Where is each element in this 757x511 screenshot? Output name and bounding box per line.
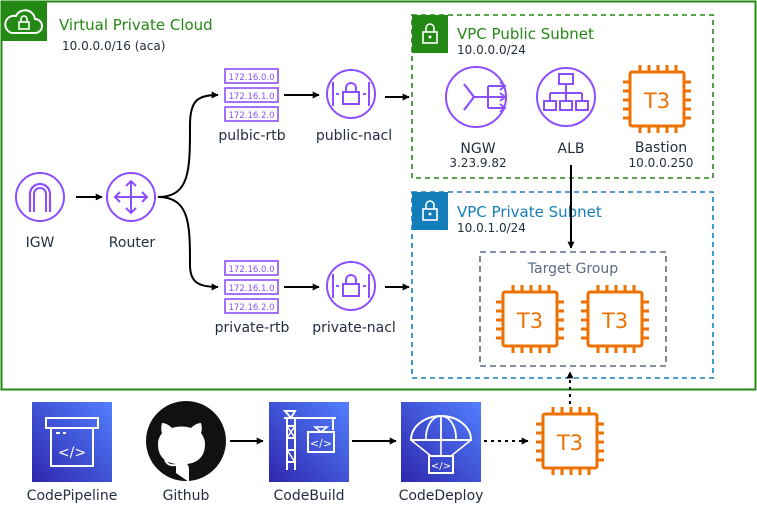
- target-ec2-instance-icon: T3: [581, 285, 649, 353]
- router-to-public-rtb-arrow: [157, 91, 219, 198]
- bastion-label: Bastion: [635, 140, 687, 156]
- bastion-ip: 10.0.0.250: [629, 156, 694, 170]
- target-ec2-instance-icon: T3: [496, 285, 564, 353]
- private-subnet-cidr: 10.0.1.0/24: [457, 221, 526, 235]
- private-rtb-label: private-rtb: [215, 320, 290, 336]
- internet-gateway-icon: [15, 172, 65, 222]
- public-rtb-row: 172.16.0.0: [229, 73, 275, 83]
- nat-gateway-icon: [445, 66, 507, 128]
- private-rtb-row: 172.16.1.0: [229, 284, 275, 294]
- codepipeline-label: CodePipeline: [27, 488, 118, 504]
- codedeploy-code-glyph: </>: [431, 461, 451, 472]
- public-rtb-row: 172.16.1.0: [229, 92, 275, 102]
- public-rtb-label: pulbic-rtb: [218, 128, 285, 144]
- vpc-cidr: 10.0.0.0/16 (aca): [62, 39, 165, 53]
- deploy-instance-type: T3: [556, 431, 583, 455]
- codedeploy-label: CodeDeploy: [399, 488, 484, 504]
- ngw-label: NGW: [460, 141, 495, 157]
- private-nacl-label: private-nacl: [312, 320, 396, 336]
- public-subnet-cidr: 10.0.0.0/24: [457, 43, 526, 57]
- public-route-table-icon: 172.16.0.0 172.16.1.0 172.16.2.0: [224, 68, 279, 122]
- bastion-instance-type: T3: [643, 89, 670, 113]
- private-subnet-lock-icon: [412, 192, 448, 230]
- private-rtb-row: 172.16.0.0: [229, 265, 275, 275]
- cloud-lock-icon: [1, 1, 47, 41]
- public-subnet-title: VPC Public Subnet: [457, 25, 594, 43]
- target-group-boundary: [479, 251, 667, 367]
- target-group-title: Target Group: [527, 261, 618, 277]
- codebuild-icon: </>: [269, 402, 349, 482]
- private-rtb-row: 172.16.2.0: [229, 303, 275, 313]
- private-network-acl-icon: [326, 261, 376, 311]
- router-label: Router: [109, 235, 156, 251]
- codebuild-code-glyph: </>: [310, 437, 332, 450]
- igw-label: IGW: [26, 235, 55, 251]
- target-instance-type: T3: [601, 309, 628, 333]
- target-instance-type: T3: [516, 309, 543, 333]
- load-balancer-icon: [536, 67, 596, 127]
- alb-label: ALB: [558, 141, 585, 157]
- private-route-table-icon: 172.16.0.0 172.16.1.0 172.16.2.0: [224, 260, 279, 314]
- vpc-boundary: [0, 0, 757, 391]
- bastion-ec2-instance-icon: T3: [623, 65, 691, 133]
- codedeploy-icon: </>: [401, 402, 481, 482]
- private-subnet-title: VPC Private Subnet: [457, 203, 602, 221]
- github-icon: [146, 401, 226, 482]
- codebuild-label: CodeBuild: [274, 488, 345, 504]
- public-subnet-lock-icon: [412, 15, 448, 53]
- public-network-acl-icon: [326, 69, 376, 119]
- public-nacl-label: public-nacl: [316, 128, 392, 144]
- deploy-ec2-instance-icon: T3: [536, 407, 604, 475]
- router-icon: [106, 172, 156, 222]
- vpc-title: Virtual Private Cloud: [59, 16, 213, 34]
- codepipeline-icon: </>: [32, 402, 112, 482]
- ngw-ip: 3.23.9.82: [449, 156, 506, 170]
- codepipeline-code-glyph: </>: [58, 445, 86, 461]
- public-subnet-boundary: [411, 14, 714, 179]
- public-rtb-row: 172.16.2.0: [229, 111, 275, 121]
- github-label: Github: [163, 488, 210, 504]
- router-to-private-rtb-arrow: [157, 196, 219, 291]
